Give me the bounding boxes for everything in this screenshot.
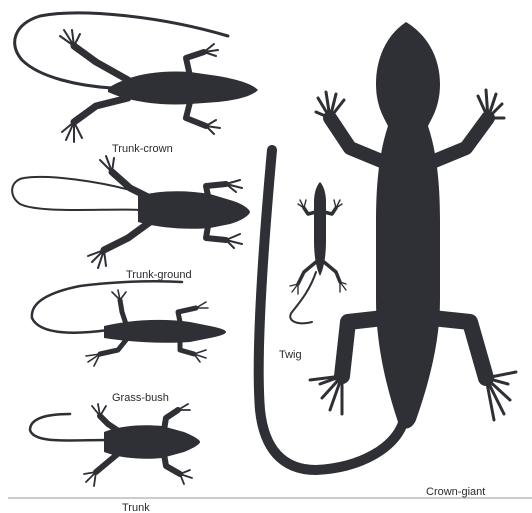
label-twig: Twig bbox=[279, 349, 302, 361]
label-trunk: Trunk bbox=[122, 502, 150, 513]
trunk-crown-silhouette bbox=[15, 13, 258, 142]
trunk-ground-silhouette bbox=[12, 156, 250, 268]
label-trunk-crown: Trunk-crown bbox=[112, 143, 173, 155]
trunk-silhouette bbox=[30, 404, 200, 486]
crown-giant-silhouette bbox=[259, 22, 516, 470]
label-trunk-ground: Trunk-ground bbox=[126, 269, 192, 281]
label-grass-bush: Grass-bush bbox=[112, 392, 169, 404]
twig-silhouette bbox=[290, 182, 346, 323]
grass-bush-silhouette bbox=[32, 281, 226, 366]
label-crown-giant: Crown-giant bbox=[426, 486, 485, 498]
